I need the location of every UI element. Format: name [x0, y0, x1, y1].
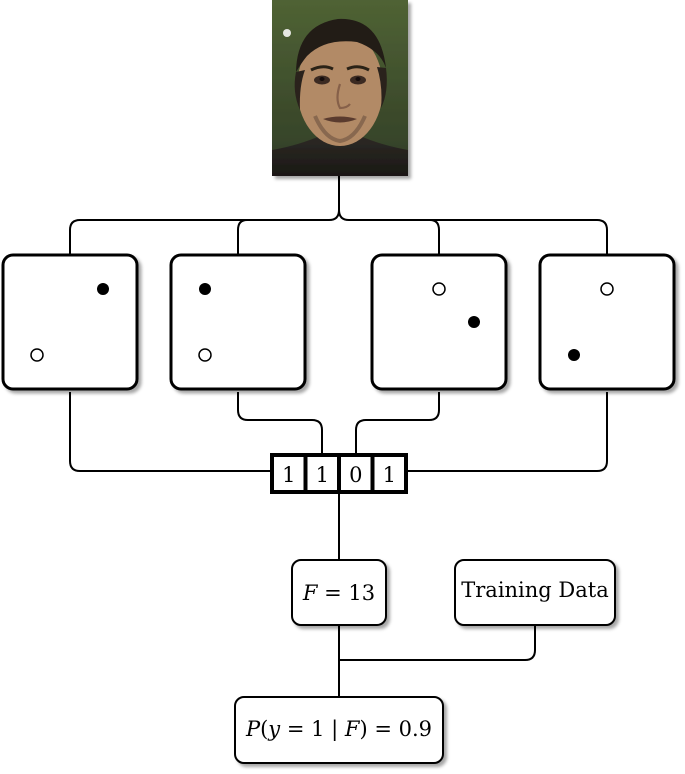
- prob-open: (: [260, 717, 268, 741]
- hollow-dot: [432, 282, 446, 296]
- feature-value: = 13: [317, 581, 375, 605]
- svg-text:P(y = 1 | F) = 0.9: P(y = 1 | F) = 0.9: [245, 717, 432, 742]
- feature-variable: F: [302, 581, 319, 605]
- prob-y: y: [267, 717, 281, 741]
- training-data-label: Training Data: [461, 578, 608, 602]
- feature-value-box: F = 13: [291, 559, 387, 626]
- bit-1: 1: [282, 463, 295, 487]
- prob-bar: |: [331, 717, 345, 742]
- prob-p: P: [245, 717, 261, 741]
- detector-box-4: [538, 253, 676, 391]
- filled-dot: [468, 316, 480, 328]
- detector-box-3: [370, 253, 508, 391]
- bit-2: 1: [316, 463, 329, 487]
- bit-4: 1: [383, 463, 396, 487]
- training-data-box: Training Data: [454, 559, 616, 626]
- filled-dot: [568, 349, 580, 361]
- bit-vector: 1 1 0 1: [270, 453, 408, 494]
- face-photo: [272, 0, 408, 176]
- detector-box-2: [169, 253, 307, 391]
- prob-f: F: [344, 717, 361, 741]
- probability-box: P(y = 1 | F) = 0.9: [234, 696, 444, 764]
- bit-3: 0: [349, 463, 362, 487]
- prob-eq1: = 1: [280, 717, 331, 741]
- hollow-dot: [198, 348, 212, 362]
- svg-text:F = 13: F = 13: [302, 581, 375, 605]
- hollow-dot: [30, 348, 44, 362]
- prob-close: ): [360, 717, 368, 741]
- filled-dot: [97, 283, 109, 295]
- hollow-dot: [600, 282, 614, 296]
- prob-value: = 0.9: [368, 717, 432, 741]
- detector-box-1: [1, 253, 139, 391]
- filled-dot: [199, 283, 211, 295]
